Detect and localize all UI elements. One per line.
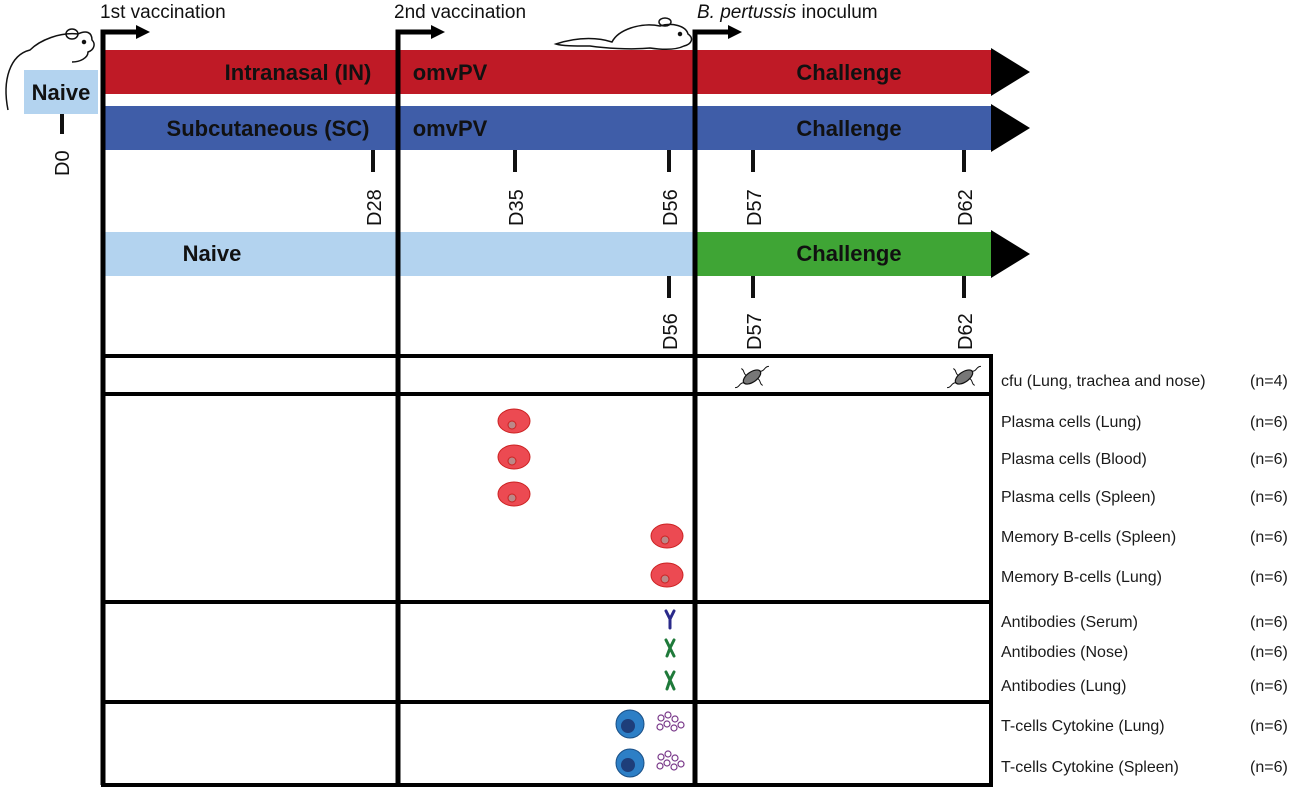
subcutaneous-challenge: Challenge (796, 116, 901, 141)
intranasal-arrowhead (991, 48, 1030, 96)
day-label-d28: D28 (364, 189, 386, 226)
subcutaneous-arrowhead (991, 104, 1030, 152)
day0-label: D0 (52, 150, 74, 176)
readout-name: cfu (Lung, trachea and nose) (1001, 373, 1206, 390)
day-label-d57-upper: D57 (744, 189, 766, 226)
day-label-d35: D35 (506, 189, 528, 226)
readout-name: Antibodies (Lung) (1001, 678, 1126, 695)
readout-n: (n=4) (1250, 373, 1288, 390)
readout-name: T-cells Cytokine (Lung) (1001, 718, 1165, 735)
subcutaneous-product: omvPV (413, 116, 488, 141)
readout-name: Plasma cells (Spleen) (1001, 489, 1156, 506)
header-first-vaccination: 1st vaccination (100, 2, 226, 23)
subcutaneous-label: Subcutaneous (SC) (167, 116, 370, 141)
naive-challenge: Challenge (796, 241, 901, 266)
naive-arrowhead (991, 230, 1030, 278)
antibody-icon (664, 609, 676, 691)
plasma-cell-icon (497, 408, 684, 588)
naive-challenge-bar (695, 232, 991, 276)
t-cell-icon (615, 709, 645, 778)
readout-labels: cfu (Lung, trachea and nose) (n=4) Plasm… (1001, 373, 1288, 776)
readout-grid (101, 354, 993, 787)
naive-label: Naive (183, 241, 242, 266)
readout-name: Antibodies (Serum) (1001, 614, 1138, 631)
day-label-d56-upper: D56 (660, 189, 682, 226)
readout-n: (n=6) (1250, 451, 1288, 468)
readout-name: Memory B-cells (Lung) (1001, 569, 1162, 586)
start-naive-box (24, 70, 98, 114)
mouse-icon-challenge (553, 17, 693, 51)
intranasal-challenge: Challenge (796, 60, 901, 85)
readout-n: (n=6) (1250, 489, 1288, 506)
bacterium-icon (735, 365, 981, 389)
header-second-vaccination: 2nd vaccination (394, 2, 526, 23)
header-inoculum-rest: inoculum (796, 2, 877, 23)
readout-n: (n=6) (1250, 759, 1288, 776)
intranasal-bar (103, 50, 991, 94)
day-label-d62-upper: D62 (955, 189, 977, 226)
intranasal-label: Intranasal (IN) (225, 60, 372, 85)
cytokine-icon (656, 711, 685, 771)
readout-name: Memory B-cells (Spleen) (1001, 529, 1176, 546)
readout-n: (n=6) (1250, 614, 1288, 631)
readout-name: T-cells Cytokine (Spleen) (1001, 759, 1179, 776)
readout-n: (n=6) (1250, 569, 1288, 586)
mouse-icon (5, 28, 95, 111)
header-inoculum: B. pertussis inoculum (697, 2, 878, 23)
readout-n: (n=6) (1250, 644, 1288, 661)
readout-name: Plasma cells (Blood) (1001, 451, 1147, 468)
day-label-d62-lower: D62 (955, 313, 977, 350)
readout-n: (n=6) (1250, 718, 1288, 735)
day-label-d56-lower: D56 (660, 313, 682, 350)
readout-n: (n=6) (1250, 678, 1288, 695)
readout-n: (n=6) (1250, 529, 1288, 546)
start-naive-label: Naive (32, 80, 91, 105)
day-label-d57-lower: D57 (744, 313, 766, 350)
readout-n: (n=6) (1250, 414, 1288, 431)
header-inoculum-italic: B. pertussis (697, 2, 797, 23)
readout-name: Antibodies (Nose) (1001, 644, 1128, 661)
intranasal-product: omvPV (413, 60, 488, 85)
arrow-icon (136, 25, 742, 39)
subcutaneous-bar (103, 106, 991, 150)
readout-name: Plasma cells (Lung) (1001, 414, 1142, 431)
